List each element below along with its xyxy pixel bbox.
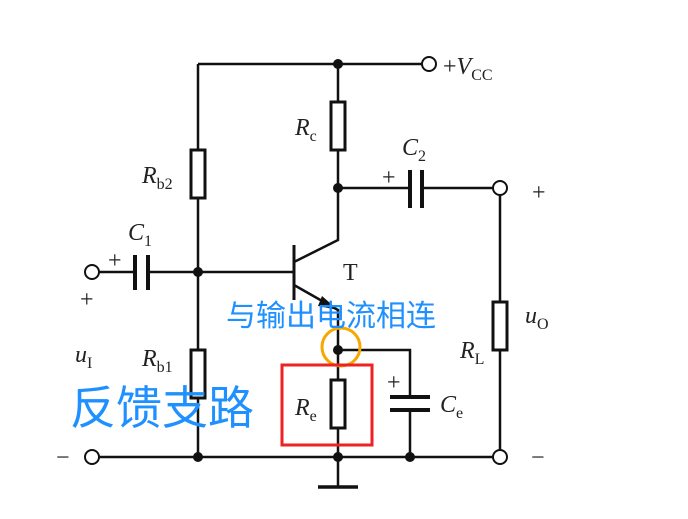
rb1-label: Rb1 bbox=[141, 346, 173, 376]
rb2-label: Rb2 bbox=[141, 163, 173, 193]
resistor-rl bbox=[491, 300, 509, 352]
resistor-rc bbox=[329, 100, 347, 152]
junction-dots bbox=[193, 59, 415, 462]
output-plus: + bbox=[532, 180, 546, 206]
re-label: Re bbox=[294, 395, 317, 425]
annotation-feedback-branch: 反馈支路 bbox=[70, 381, 254, 435]
wires bbox=[99, 62, 502, 489]
highlight-box bbox=[280, 363, 374, 447]
rc-label: Rc bbox=[294, 115, 317, 145]
ce-plus: + bbox=[387, 370, 401, 396]
output-minus: − bbox=[531, 445, 545, 471]
rl-label: RL bbox=[459, 338, 484, 368]
c1-label: C1 bbox=[128, 220, 152, 250]
c2-plus: + bbox=[382, 165, 396, 191]
input-minus: − bbox=[56, 445, 70, 471]
capacitor-c1 bbox=[133, 255, 150, 290]
ui-label: uI bbox=[75, 342, 92, 372]
c2-label: C2 bbox=[402, 135, 426, 165]
resistor-rb2 bbox=[189, 148, 207, 200]
ce-label: Ce bbox=[440, 392, 463, 422]
c1-plus: + bbox=[108, 248, 122, 274]
resistor-rb1 bbox=[189, 348, 207, 400]
vcc-label: +VCC bbox=[443, 54, 493, 84]
capacitor-c2 bbox=[408, 170, 424, 208]
terminals bbox=[84, 56, 508, 465]
resistor-re bbox=[329, 378, 347, 430]
input-plus: + bbox=[80, 287, 94, 313]
capacitor-ce bbox=[390, 395, 430, 412]
emitter-arrow-icon bbox=[318, 296, 338, 310]
uo-label: uO bbox=[525, 303, 549, 333]
annotation-output-current: 与输出电流相连 bbox=[226, 299, 436, 334]
transistor-label: T bbox=[343, 260, 358, 286]
